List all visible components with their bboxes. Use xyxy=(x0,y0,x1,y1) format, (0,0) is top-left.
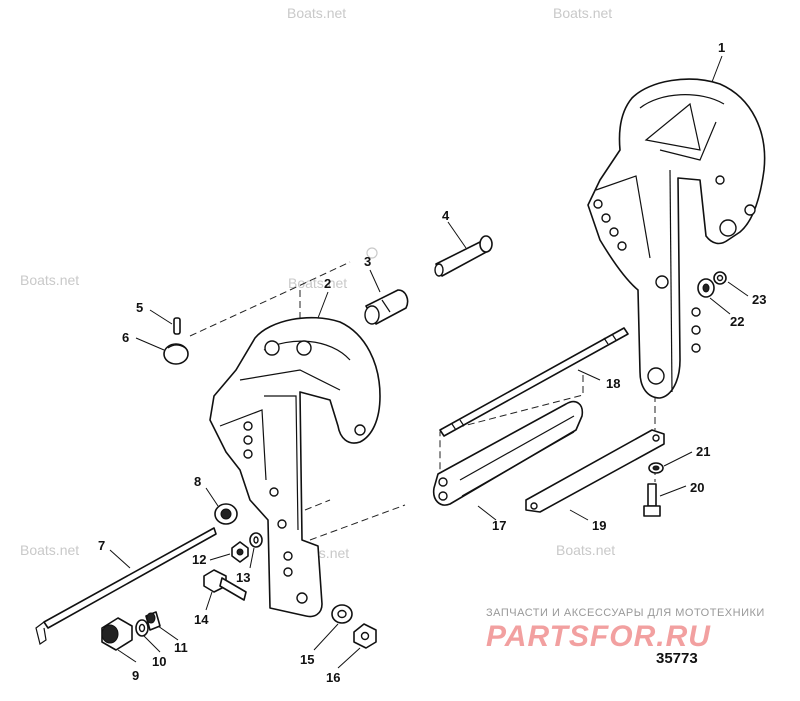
assembly-line xyxy=(189,261,351,337)
callout-8: 8 xyxy=(194,474,201,489)
registered-mark-icon xyxy=(366,247,378,259)
callout-3: 3 xyxy=(364,254,371,269)
callout-15: 15 xyxy=(300,652,314,667)
leader-line xyxy=(109,549,131,569)
callout-16: 16 xyxy=(326,670,340,685)
watermark: Boats.net xyxy=(553,5,612,21)
washer xyxy=(135,619,149,637)
callout-2: 2 xyxy=(324,276,331,291)
callout-6: 6 xyxy=(122,330,129,345)
assembly-line xyxy=(439,375,584,470)
watermark: Boats.net xyxy=(288,275,347,291)
callout-23: 23 xyxy=(752,292,766,307)
nut xyxy=(214,503,238,525)
leader-line xyxy=(135,337,165,351)
callout-14: 14 xyxy=(194,612,209,627)
leader-line xyxy=(663,451,693,467)
transom-bracket-left xyxy=(209,316,381,618)
flat-washer xyxy=(249,532,263,548)
watermark: Boats.net xyxy=(287,5,346,21)
leader-line xyxy=(447,221,467,249)
leader-line xyxy=(727,281,749,297)
hex-nut-bottom xyxy=(353,623,377,649)
washer-right xyxy=(713,271,727,285)
leader-line xyxy=(209,553,231,561)
leader-line xyxy=(149,309,173,325)
large-washer xyxy=(331,604,353,624)
watermark: Boats.net xyxy=(556,542,615,558)
callout-1: 1 xyxy=(718,40,725,55)
support-bar xyxy=(525,429,665,513)
leader-line xyxy=(157,625,179,641)
site-logo: PARTSFOR.RU xyxy=(486,620,711,653)
leader-line xyxy=(317,291,329,319)
transom-bracket-right xyxy=(587,78,766,399)
promo-text: ЗАПЧАСТИ И АКСЕССУАРЫ ДЛЯ МОТОТЕХНИКИ xyxy=(486,607,765,619)
callout-7: 7 xyxy=(98,538,105,553)
leader-line xyxy=(249,547,255,569)
bushing xyxy=(364,289,409,325)
leader-line xyxy=(205,591,213,611)
watermark: Boats.net xyxy=(20,272,79,288)
callout-22: 22 xyxy=(730,314,744,329)
tie-rod xyxy=(439,327,629,437)
callout-20: 20 xyxy=(690,480,704,495)
pivot-pin xyxy=(434,235,493,277)
watermark: Boats.net xyxy=(20,542,79,558)
figure-number: 35773 xyxy=(656,650,698,667)
hex-bolt xyxy=(643,483,661,517)
callout-19: 19 xyxy=(592,518,606,533)
lock-nut xyxy=(231,541,249,563)
spacer-tube xyxy=(432,400,584,506)
leader-line xyxy=(709,297,731,315)
leader-line xyxy=(143,635,161,653)
callout-13: 13 xyxy=(236,570,250,585)
leader-line xyxy=(205,487,219,507)
leader-line xyxy=(477,505,497,521)
callout-5: 5 xyxy=(136,300,143,315)
small-washer xyxy=(648,462,664,474)
callout-12: 12 xyxy=(192,552,206,567)
callout-4: 4 xyxy=(442,208,450,223)
leader-line xyxy=(313,623,339,651)
callout-10: 10 xyxy=(152,654,166,669)
tilt-rod xyxy=(35,527,217,645)
callout-18: 18 xyxy=(606,376,620,391)
assembly-line xyxy=(309,504,406,541)
bolt xyxy=(203,569,247,601)
leader-line xyxy=(569,509,589,521)
callout-21: 21 xyxy=(696,444,710,459)
leader-line xyxy=(711,55,723,83)
leader-line xyxy=(659,485,687,497)
callout-11: 11 xyxy=(174,640,188,655)
hex-nut xyxy=(101,617,133,651)
nut-right xyxy=(697,278,715,298)
callout-17: 17 xyxy=(492,518,506,533)
spacer xyxy=(145,611,161,631)
leader-line xyxy=(577,369,601,381)
leader-line xyxy=(369,269,381,293)
cotter-pin xyxy=(173,317,181,335)
cap-plug xyxy=(163,343,189,365)
callout-9: 9 xyxy=(132,668,139,683)
leader-line xyxy=(337,647,361,669)
leader-line xyxy=(117,649,137,663)
assembly-line xyxy=(304,499,331,511)
